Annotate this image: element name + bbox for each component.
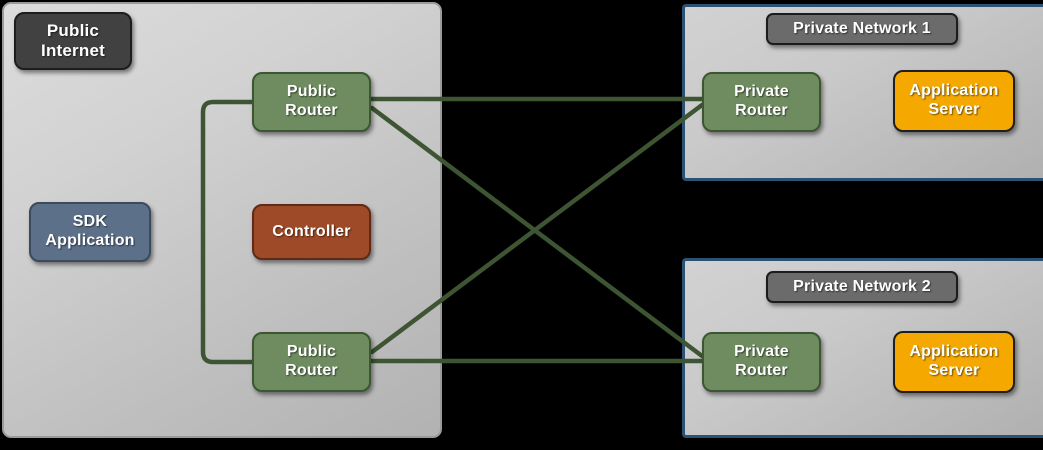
public-router-bottom-line2: Router	[285, 362, 338, 379]
sdk-application-node[interactable]: SDK Application	[29, 202, 151, 262]
private-network-1-title: Private Network 1	[766, 13, 958, 45]
public-internet-label-box: Public Internet	[14, 12, 132, 70]
private-network-2-title-text: Private Network 2	[793, 277, 931, 295]
application-server-2-line1: Application	[909, 343, 999, 361]
sdk-application-line2: Application	[45, 232, 135, 249]
public-internet-label-line2: Internet	[41, 41, 105, 60]
private-network-1-title-text: Private Network 1	[793, 19, 931, 37]
public-router-bottom-node[interactable]: Public Router	[252, 332, 371, 392]
private-router-1-line1: Private	[734, 83, 789, 101]
application-server-1-line1: Application	[909, 82, 999, 100]
controller-label: Controller	[272, 222, 351, 240]
public-router-top-line1: Public	[286, 83, 337, 101]
private-router-1-node[interactable]: Private Router	[702, 72, 821, 132]
private-network-2-title: Private Network 2	[766, 271, 958, 303]
sdk-application-line1: SDK	[72, 213, 108, 231]
application-server-1-line2: Server	[928, 101, 980, 118]
public-router-bottom-line1: Public	[286, 343, 337, 361]
link-public-router-top-to-bottom	[200, 99, 255, 365]
application-server-2-line2: Server	[928, 362, 980, 379]
link-bottom-public-to-private-router-1	[369, 102, 705, 355]
link-top-public-to-private-router-2	[369, 105, 705, 359]
controller-node[interactable]: Controller	[252, 204, 371, 260]
application-server-1-node[interactable]: Application Server	[893, 70, 1015, 132]
private-router-1-line2: Router	[735, 102, 788, 119]
public-internet-label-line1: Public	[46, 20, 100, 40]
private-router-2-line2: Router	[735, 362, 788, 379]
public-router-top-line2: Router	[285, 102, 338, 119]
private-router-2-node[interactable]: Private Router	[702, 332, 821, 392]
private-router-2-line1: Private	[734, 343, 789, 361]
public-router-top-node[interactable]: Public Router	[252, 72, 371, 132]
application-server-2-node[interactable]: Application Server	[893, 331, 1015, 393]
